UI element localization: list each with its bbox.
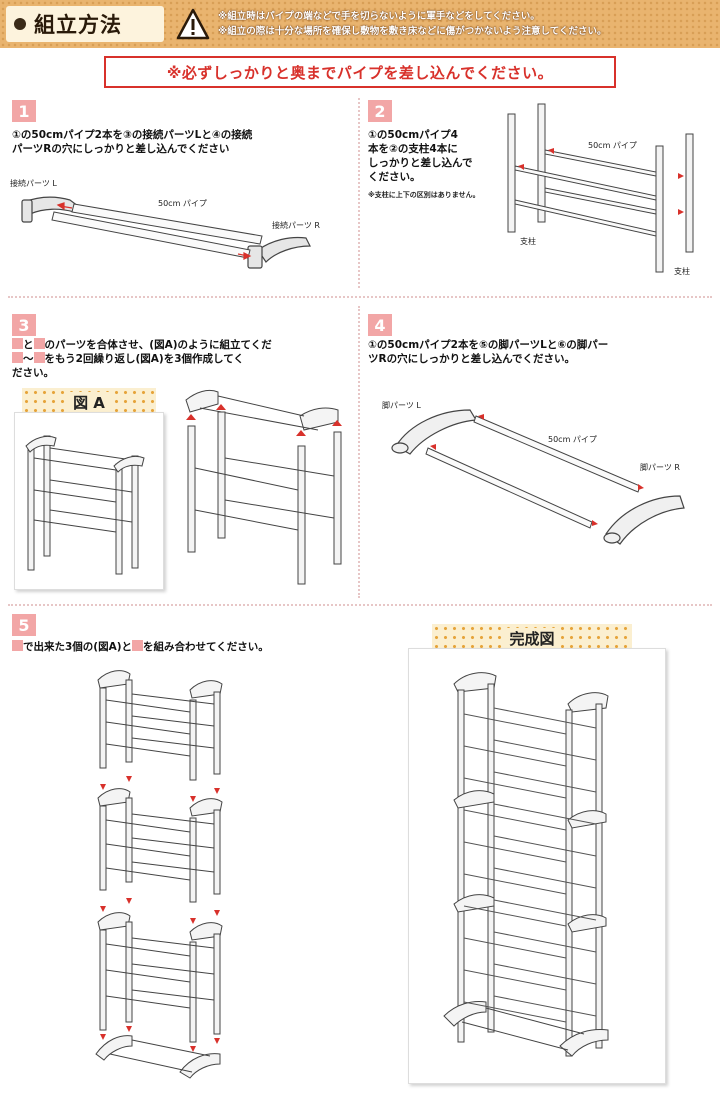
step-2-text: ①の50cmパイプ4 本を②の支柱4本に しっかりと差し込んで ください。 <box>368 128 508 184</box>
shelf-rung-back <box>493 867 597 889</box>
divider-horizontal-2 <box>8 604 712 606</box>
header-bar: 組立方法 ※組立時はパイプの端などで手を切らないように軍手などをしてください。 … <box>0 0 720 48</box>
step-2-text-line-1: ①の50cmパイプ4 <box>368 129 458 141</box>
shelf-rung-back <box>493 803 597 825</box>
header-note-2: ※組立の際は十分な場所を確保し敷物を敷き床などに傷がつかないよう注意してください… <box>218 26 607 37</box>
step-4-text-line-1: ①の50cmパイプ2本を⑤の脚パーツLと⑥の脚パー <box>368 339 609 351</box>
figure-a-ribbon: 図 A <box>22 388 156 416</box>
step-ref-1-tag <box>12 338 23 349</box>
step-4-label-pipe: 50cm パイプ <box>548 435 597 444</box>
step-1-text-line-1: ①の50cmパイプ2本を③の接続パーツLと④の接続 <box>12 129 253 141</box>
shelf-rung-back <box>493 899 597 921</box>
shelf-rung-front <box>463 873 567 895</box>
step-3-text-line-1-end: のパーツを合体させ、(図A)のように組立てくだ <box>44 339 272 351</box>
step-3-text-line-3: ださい。 <box>12 367 54 379</box>
shelf-rung-front <box>463 777 567 799</box>
shelf-rung-front <box>463 905 567 927</box>
step-ref-3-tag-b <box>12 640 23 651</box>
step-2-text-line-3: しっかりと差し込んで <box>368 157 473 169</box>
warning-icon <box>176 8 210 40</box>
divider-horizontal-1 <box>8 296 712 298</box>
bullet-icon <box>14 18 26 30</box>
shelf-rung-front <box>463 937 567 959</box>
figure-a-box <box>14 412 164 590</box>
step-2-note: ※支柱に上下の区別はありません。 <box>368 191 480 199</box>
completed-figure-ribbon: 完成図 <box>432 624 632 652</box>
shelf-rung-back <box>493 963 597 985</box>
step-1-number: 1 <box>12 100 36 122</box>
header-note-1: ※組立時はパイプの端などで手を切らないように軍手などをしてください。 <box>218 11 540 22</box>
step-ref-2-tag <box>33 338 45 349</box>
step-3-text-line-2: 〜をもう2回繰り返し(図A)を3個作成してく <box>12 352 356 366</box>
step-2-label-pipe: 50cm パイプ <box>588 141 637 150</box>
step-ref-3-tag <box>33 352 45 363</box>
step-1-label-left-part: 接続パーツ L <box>10 179 57 188</box>
divider-vertical-middle <box>358 306 360 598</box>
step-3-text-line-2-end: をもう2回繰り返し(図A)を3個作成してく <box>44 353 244 365</box>
step-3-text-tilde: 〜 <box>23 353 34 365</box>
shelf-rung-front <box>463 969 567 991</box>
shelf-rung-back <box>493 739 597 761</box>
step-3-text-line-1: とのパーツを合体させ、(図A)のように組立てくだ <box>12 338 356 352</box>
step-2-number: 2 <box>368 100 392 122</box>
step-2-text-line-2: 本を②の支柱4本に <box>368 143 458 155</box>
shelf-rung-front <box>463 745 567 767</box>
shelf-rung-back <box>493 995 597 1017</box>
step-1-label-right-part: 接続パーツ R <box>272 221 320 230</box>
step-4-number: 4 <box>368 314 392 336</box>
warning-banner: ※必ずしっかりと奥までパイプを差し込んでください。 <box>104 56 616 88</box>
shelf-rung-front <box>463 809 567 831</box>
step-3-number: 3 <box>12 314 36 336</box>
shelf-rung-front <box>463 713 567 735</box>
step-5-illustration <box>95 670 223 1079</box>
step-1-label-pipe: 50cm パイプ <box>158 199 207 208</box>
step-1-text-line-2: パーツRの穴にしっかりと差し込んでください <box>12 143 230 155</box>
step-4-illustration <box>391 409 685 545</box>
step-4-label-left-part: 脚パーツ L <box>382 401 421 410</box>
step-5-text-end: を組み合わせてください。 <box>143 641 269 653</box>
step-4-text: ①の50cmパイプ2本を⑤の脚パーツLと⑥の脚パー ツRの穴にしっかりと差し込ん… <box>368 338 714 366</box>
shelf-rung-back <box>493 707 597 729</box>
header-title-box: 組立方法 <box>6 6 164 42</box>
shelf-rung-back <box>493 835 597 857</box>
step-2-text-line-4: ください。 <box>368 171 421 183</box>
step-3-text-and: と <box>23 339 34 351</box>
shelf-rung-front <box>463 1001 567 1023</box>
step-5-number: 5 <box>12 614 36 636</box>
warning-banner-text: ※必ずしっかりと奥までパイプを差し込んでください。 <box>166 63 554 82</box>
step-2-illustration <box>507 103 694 273</box>
step-5-text: で出来た3個の(図A)とを組み合わせてください。 <box>12 640 392 654</box>
completed-figure-label: 完成図 <box>503 627 561 649</box>
shelf-rung-front <box>463 841 567 863</box>
page-title: 組立方法 <box>34 13 122 37</box>
step-4-label-right-part: 脚パーツ R <box>640 463 680 472</box>
step-ref-4-tag <box>132 640 144 651</box>
step-2-label-post-right: 支柱 <box>674 267 690 276</box>
shelf-rung-back <box>493 931 597 953</box>
step-5-text-mid: で出来た3個の(図A)と <box>23 641 133 653</box>
figure-a-label: 図 A <box>67 391 111 413</box>
step-1-text: ①の50cmパイプ2本を③の接続パーツLと④の接続 パーツRの穴にしっかりと差し… <box>12 128 352 156</box>
step-2-label-post-left: 支柱 <box>520 237 536 246</box>
step-1-illustration <box>21 196 311 269</box>
step-4-text-line-2: ツRの穴にしっかりと差し込んでください。 <box>368 353 576 365</box>
step-3-text: とのパーツを合体させ、(図A)のように組立てくだ 〜をもう2回繰り返し(図A)を… <box>12 338 356 380</box>
step-3-illustration <box>25 389 342 585</box>
step-ref-1-tag-b <box>12 352 23 363</box>
shelf-rung-back <box>493 771 597 793</box>
header-notes: ※組立時はパイプの端などで手を切らないように軍手などをしてください。 ※組立の際… <box>218 9 713 39</box>
divider-vertical-top <box>358 98 360 288</box>
